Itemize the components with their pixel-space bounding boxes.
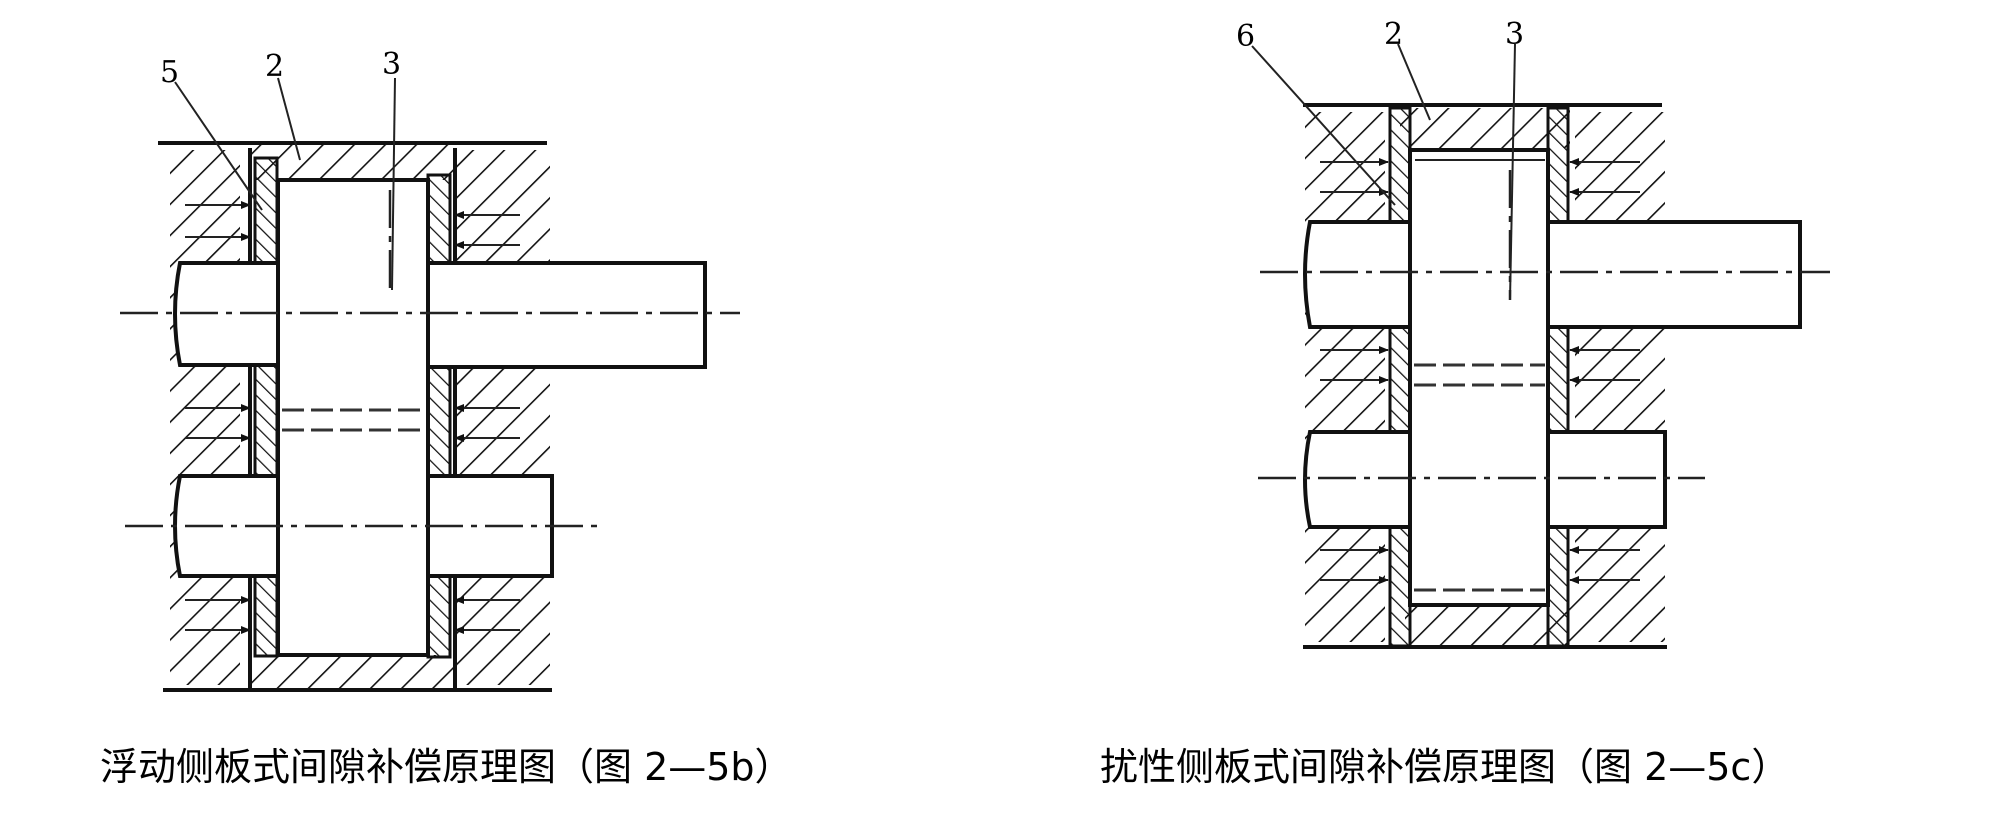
- fig-b-leader-5: [174, 81, 263, 211]
- fig-c-caption: 扰性侧板式间隙补偿原理图（图 2—5c）: [1100, 745, 1789, 789]
- fig-b-left-side-plate: [253, 156, 279, 658]
- fig-c-cover-top: [1400, 108, 1570, 148]
- fig-b-cover-bottom: [250, 655, 455, 690]
- fig-b-pressure-arrows: [185, 201, 520, 634]
- figure-b-floating-side-plate: 5 2 3 浮动侧板式间隙补偿原理图（图 2—5b）: [100, 47, 793, 789]
- fig-c-label-2: 2: [1384, 17, 1403, 52]
- fig-c-lower-shaft-left: [1303, 430, 1412, 529]
- fig-b-label-2: 2: [265, 49, 284, 84]
- fig-b-lower-shaft-left: [173, 474, 280, 578]
- fig-b-left-housing: [170, 150, 240, 685]
- fig-b-gear-chamber: [276, 178, 430, 657]
- fig-c-upper-shaft-right: [1546, 220, 1802, 329]
- fig-b-upper-shaft-right: [426, 261, 707, 369]
- fig-b-leader-3: [391, 77, 396, 291]
- fig-c-left-housing: [1305, 112, 1385, 642]
- fig-b-leader-2: [277, 77, 301, 161]
- fig-c-upper-shaft-left: [1303, 220, 1412, 329]
- figure-c-flexible-side-plate: 6 2 3 扰性侧板式间隙补偿原理图（图 2—5c）: [1100, 17, 1830, 789]
- fig-c-label-6: 6: [1236, 19, 1255, 54]
- fig-c-leader-6: [1251, 45, 1396, 206]
- fig-b-right-side-plate: [426, 173, 452, 659]
- fig-c-gear-chamber: [1408, 148, 1550, 607]
- fig-c-leader-2: [1397, 43, 1431, 121]
- fig-c-pressure-arrows: [1320, 158, 1640, 584]
- fig-b-caption: 浮动侧板式间隙补偿原理图（图 2—5b）: [100, 745, 793, 789]
- fig-b-label-5: 5: [160, 55, 179, 90]
- fig-c-left-side-plate: [1388, 106, 1412, 648]
- fig-b-label-3: 3: [382, 47, 401, 82]
- fig-c-label-3: 3: [1505, 17, 1524, 52]
- fig-b-right-housing: [455, 150, 550, 685]
- fig-b-cover-top: [250, 145, 455, 180]
- fig-c-right-side-plate: [1546, 106, 1570, 648]
- fig-c-lower-shaft-right: [1546, 430, 1667, 529]
- fig-c-leader-3: [1509, 43, 1516, 301]
- fig-c-right-housing: [1575, 112, 1665, 642]
